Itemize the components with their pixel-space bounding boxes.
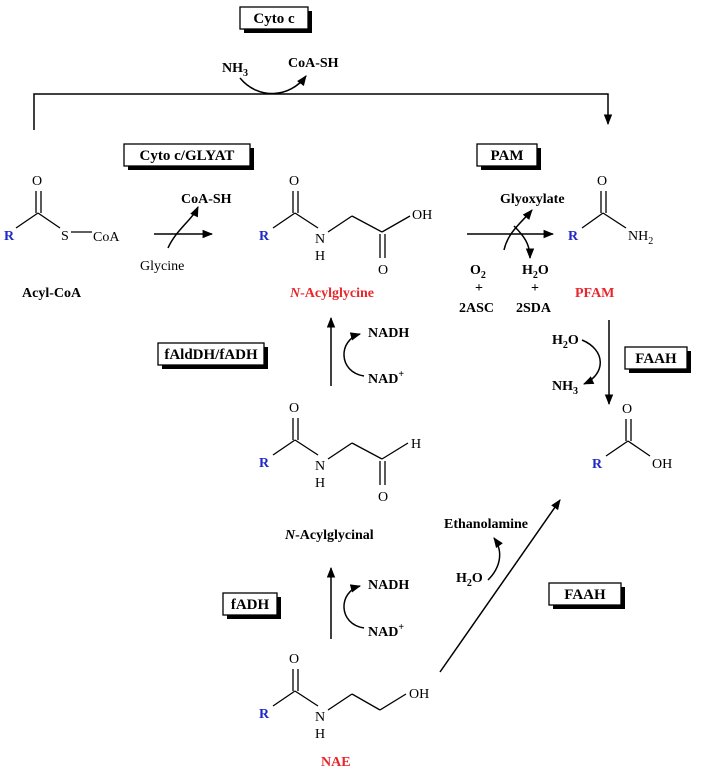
faah-label-2: FAAH (564, 587, 606, 603)
curved-arrow-faah1 (581, 339, 601, 385)
svg-text:H: H (315, 476, 325, 491)
atom-coa: CoA (93, 230, 120, 245)
atom-s: S (61, 229, 69, 244)
nad-1-label: NAD+ (368, 369, 404, 387)
fadh-box: fADH (222, 592, 281, 619)
ethanolamine-label: Ethanolamine (444, 517, 528, 532)
faah-box-2: FAAH (548, 582, 625, 609)
n-acylglycine-name: N-Acylglycine (289, 286, 374, 301)
svg-text:N: N (315, 710, 325, 725)
nh3-faah1-label: NH3 (552, 379, 578, 397)
curved-arrow-coash (167, 206, 199, 249)
nadh-1-label: NADH (368, 326, 409, 341)
pam-label: PAM (490, 148, 523, 164)
nh3-top-label: NH3 (222, 61, 248, 79)
glyoxylate-label: Glyoxylate (500, 192, 565, 207)
svg-text:H: H (315, 249, 325, 264)
top-bracket-arrow (33, 93, 613, 130)
svg-text:R: R (259, 707, 270, 722)
h2o-faah1-label: H2O (552, 333, 579, 351)
svg-text:R: R (259, 229, 270, 244)
svg-text:OH: OH (652, 457, 672, 472)
atom-nh2: NH2 (628, 229, 653, 247)
faah-label-1: FAAH (635, 351, 677, 367)
plus-sign-2: + (531, 281, 539, 296)
h2o-pam-label: H2O (522, 263, 549, 281)
curved-arrow-h2o (513, 225, 535, 260)
fatty-acid-structure: O R OH (592, 402, 672, 472)
nad-2-label: NAD+ (368, 622, 404, 640)
acyl-coa-name: Acyl-CoA (22, 286, 82, 301)
asc-label: 2ASC (459, 301, 494, 316)
o2-label: O2 (470, 263, 486, 281)
faah-box-1: FAAH (624, 346, 691, 373)
pam-box: PAM (476, 143, 541, 170)
svg-text:N: N (315, 232, 325, 247)
cyto-c-glyat-box: Cyto c/GLYAT (123, 143, 254, 170)
nae-structure: O R N H OH (259, 652, 429, 742)
svg-text:R: R (259, 456, 270, 471)
r-group: R (4, 229, 15, 244)
cyto-c-box: Cyto c (239, 6, 312, 33)
curved-arrow-nad-2 (343, 584, 365, 629)
cyto-c-glyat-label: Cyto c/GLYAT (140, 148, 235, 164)
curved-arrow-nad-1 (343, 332, 365, 377)
svg-text:R: R (592, 457, 603, 472)
fadh-label: fADH (231, 597, 270, 613)
svg-text:R: R (568, 229, 579, 244)
svg-text:O: O (289, 652, 299, 667)
n-acylglycine-structure: O R N H O OH (259, 174, 432, 278)
svg-text:OH: OH (409, 687, 429, 702)
svg-text:O: O (378, 490, 388, 505)
svg-text:O: O (597, 174, 607, 189)
faldh-fadh-label: fAldDH/fADH (164, 347, 258, 363)
faldh-fadh-box: fAldDH/fADH (157, 342, 268, 369)
sda-label: 2SDA (516, 301, 552, 316)
top-curved-arrow (239, 75, 307, 95)
curved-arrow-ethanolamine (487, 537, 503, 581)
svg-text:OH: OH (412, 208, 432, 223)
svg-text:O: O (378, 263, 388, 278)
plus-sign-1: + (475, 281, 483, 296)
h2o-faah2-label: H2O (456, 571, 483, 589)
nadh-2-label: NADH (368, 578, 409, 593)
n-acylglycinal-structure: O R N H O H (259, 401, 421, 505)
svg-text:O: O (289, 174, 299, 189)
svg-text:H: H (315, 727, 325, 742)
pfam-structure: O R NH2 (568, 174, 653, 247)
cyto-c-label: Cyto c (253, 11, 295, 27)
svg-text:O: O (622, 402, 632, 417)
atom-o: O (32, 174, 42, 189)
svg-text:O: O (289, 401, 299, 416)
n-acylglycinal-name: N-Acylglycinal (284, 528, 374, 543)
pfam-name: PFAM (575, 286, 614, 301)
svg-text:N: N (315, 459, 325, 474)
arrow-nae-to-acid (439, 499, 561, 673)
svg-text:H: H (411, 437, 421, 452)
coash-mid-label: CoA-SH (181, 192, 232, 207)
coash-top-label: CoA-SH (288, 56, 339, 71)
glycine-label: Glycine (140, 259, 184, 274)
nae-name: NAE (321, 755, 351, 770)
acyl-coa-structure: O R S CoA Acyl-CoA (4, 174, 120, 301)
